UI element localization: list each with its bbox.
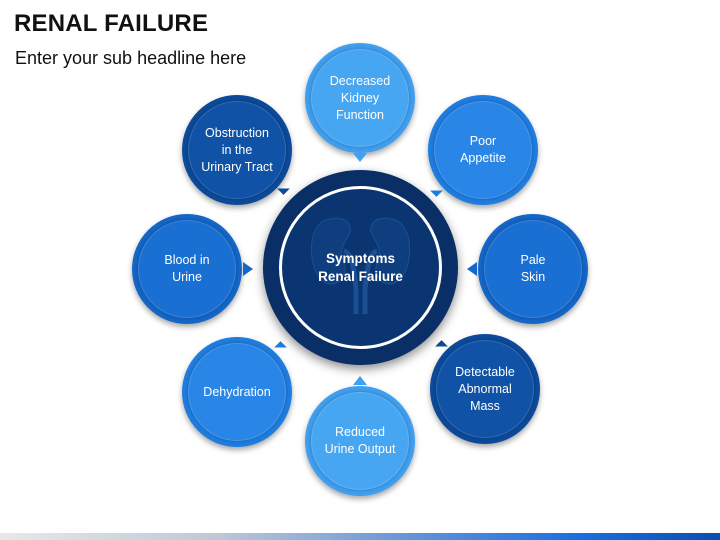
node-label: Blood in Urine <box>164 253 210 284</box>
center-label: Symptoms Renal Failure <box>318 250 403 284</box>
pointer-arrow <box>467 262 477 276</box>
node-blood-in-urine[interactable]: Blood in Urine <box>132 214 242 324</box>
node-pale-skin[interactable]: Pale Skin <box>478 214 588 324</box>
node-label: Decreased Kidney Function <box>329 73 391 122</box>
node-label: Detectable Abnormal Mass <box>455 364 515 413</box>
node-label: Reduced Urine Output <box>324 425 396 456</box>
node-poor-appetite[interactable]: Poor Appetite <box>428 95 538 205</box>
center-ring: Symptoms Renal Failure <box>279 186 442 349</box>
node-label: Dehydration <box>203 384 271 399</box>
node-dehydration[interactable]: Dehydration <box>182 337 292 447</box>
node-obstruction-urinary-tract[interactable]: Obstruction in the Urinary Tract <box>182 95 292 205</box>
footer-bar <box>0 533 720 540</box>
node-label: Obstruction in the Urinary Tract <box>201 125 273 174</box>
node-decreased-kidney-function[interactable]: Decreased Kidney Function <box>305 43 415 153</box>
pointer-arrow <box>353 376 367 385</box>
node-label: Pale Skin <box>520 253 546 284</box>
node-reduced-urine-output[interactable]: Reduced Urine Output <box>305 386 415 496</box>
node-label: Poor Appetite <box>460 134 506 165</box>
pointer-arrow <box>353 153 367 162</box>
page-title: RENAL FAILURE <box>14 10 209 37</box>
kidneys-icon <box>310 217 411 314</box>
center-circle: Symptoms Renal Failure <box>263 170 458 365</box>
pointer-arrow <box>243 262 253 276</box>
page-subtitle: Enter your sub headline here <box>15 48 247 68</box>
node-detectable-abnormal-mass[interactable]: Detectable Abnormal Mass <box>430 334 540 444</box>
